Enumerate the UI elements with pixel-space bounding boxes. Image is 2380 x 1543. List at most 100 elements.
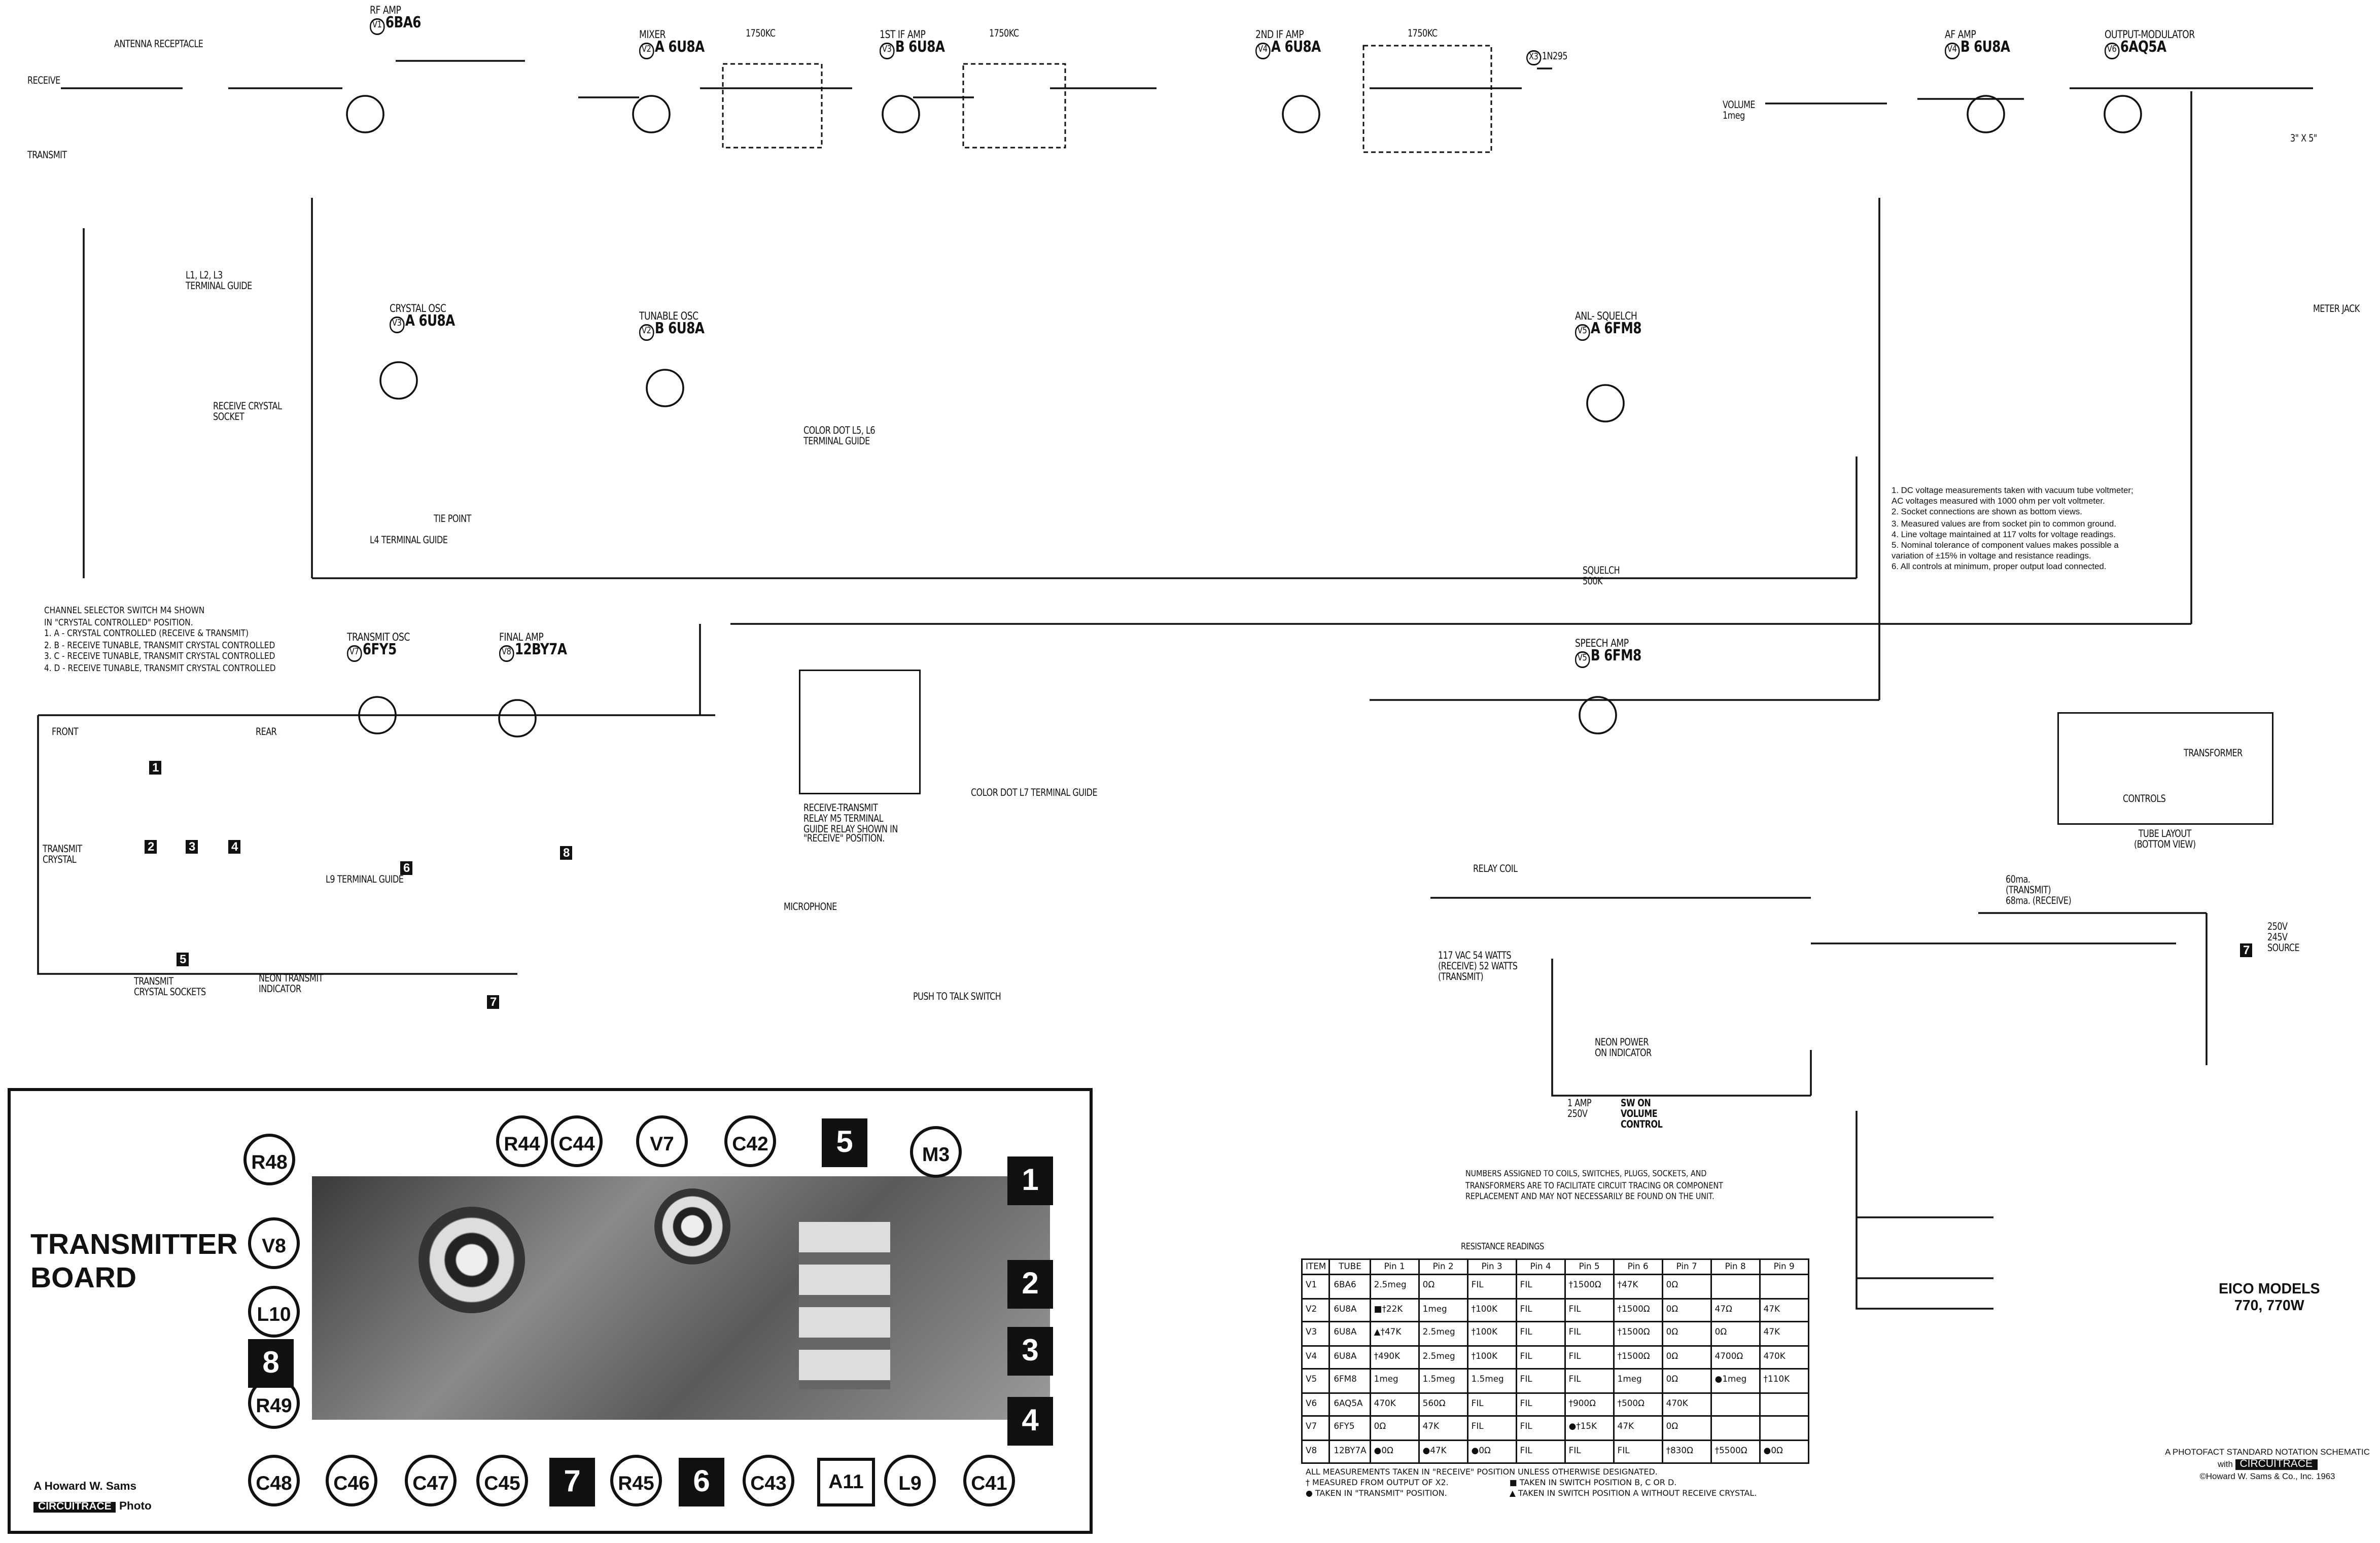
- model-title: EICO MODELS: [2219, 1281, 2320, 1298]
- table-cell: †100K: [1466, 1344, 1517, 1370]
- note-line: 5. Nominal tolerance of component values…: [1892, 542, 2119, 551]
- note-line: 6. All controls at minimum, proper outpu…: [1892, 564, 2107, 573]
- table-cell: 1.5meg: [1418, 1368, 1468, 1393]
- table-cell: 470K: [1369, 1391, 1420, 1417]
- table-cell: FIL: [1515, 1368, 1566, 1393]
- table-header: Pin 3: [1466, 1258, 1517, 1275]
- if-freq-label: 1750KC: [989, 27, 1019, 40]
- table-header: Pin 1: [1369, 1258, 1420, 1275]
- channel-note-item: 4. D - RECEIVE TUNABLE, TRANSMIT CRYSTAL…: [44, 662, 276, 674]
- callout-b3: 3: [1007, 1327, 1053, 1376]
- photofact-credit: A PHOTOFACT STANDARD NOTATION SCHEMATIC …: [2146, 1447, 2380, 1484]
- tube-ref: V7: [347, 646, 362, 661]
- callout-b7: 7: [549, 1458, 595, 1506]
- photofact-line: A PHOTOFACT STANDARD NOTATION SCHEMATIC: [2165, 1449, 2370, 1458]
- tube-layout-diagram: [2057, 712, 2273, 825]
- circuitrace-logo: CIRCUITRACE: [2235, 1459, 2318, 1470]
- table-cell: ●†15K: [1564, 1415, 1615, 1441]
- table-cell: 0Ω: [1661, 1344, 1712, 1370]
- table-cell: FIL: [1515, 1274, 1566, 1299]
- l1-l3-guide-label: L1, L2, L3 TERMINAL GUIDE: [186, 269, 252, 292]
- callout-a11: A11: [817, 1458, 875, 1506]
- fuse-label: 1 AMP 250V: [1567, 1097, 1592, 1120]
- table-cell: FIL: [1564, 1297, 1615, 1322]
- l4-guide-label: L4 TERMINAL GUIDE: [370, 534, 448, 546]
- table-cell: V2: [1301, 1297, 1331, 1322]
- resistance-footnotes: ALL MEASUREMENTS TAKEN IN "RECEIVE" POSI…: [1306, 1468, 1757, 1499]
- table-cell: 6AQ5A: [1329, 1391, 1371, 1417]
- v8-tube-image: [418, 1207, 525, 1313]
- tube-type: 6BA6: [385, 16, 422, 33]
- board-title-line: TRANSMITTER: [30, 1230, 238, 1261]
- table-cell: [1759, 1391, 1809, 1417]
- table-cell: [1710, 1391, 1761, 1417]
- callout-v8: V8: [248, 1217, 300, 1269]
- controls-label: CONTROLS: [2123, 793, 2166, 805]
- tube-ref: V6: [2105, 43, 2119, 59]
- tube-ref: V4: [1945, 43, 1959, 59]
- tie-point-label: TIE POINT: [434, 513, 471, 525]
- callout-l10: L10: [248, 1286, 300, 1338]
- tube-type: A 6FM8: [1590, 322, 1642, 339]
- table-cell: [1759, 1274, 1809, 1299]
- table-cell: V1: [1301, 1274, 1331, 1299]
- transformer-label: TRANSFORMER: [2184, 747, 2243, 759]
- ptt-label: PUSH TO TALK SWITCH: [913, 991, 1001, 1003]
- l5-l6-guide-label: COLOR DOT L5, L6 TERMINAL GUIDE: [803, 425, 876, 447]
- table-cell: FIL: [1515, 1415, 1566, 1441]
- meter-jack-label: METER JACK: [2313, 303, 2360, 315]
- table-cell: 1.5meg: [1466, 1368, 1517, 1393]
- table-cell: 47K: [1418, 1415, 1468, 1441]
- table-cell: ■†22K: [1369, 1297, 1420, 1322]
- tube-layout-label: TUBE LAYOUT (BOTTOM VIEW): [2133, 828, 2196, 851]
- stage-name: SPEECH AMP: [1575, 638, 1629, 650]
- receive-crystal-label: RECEIVE CRYSTAL SOCKET: [213, 400, 282, 423]
- v7-tube-image: [654, 1188, 730, 1265]
- table-cell: 47K: [1759, 1297, 1809, 1322]
- callout-c46: C46: [326, 1455, 377, 1506]
- numbers-assigned-note: NUMBERS ASSIGNED TO COILS, SWITCHES, PLU…: [1465, 1170, 1723, 1202]
- current-label: 60ma. (TRANSMIT) 68ma. (RECEIVE): [2006, 873, 2072, 906]
- table-cell: 470K: [1759, 1344, 1809, 1370]
- receive-label: RECEIVE: [27, 75, 60, 87]
- callout-c47: C47: [405, 1455, 457, 1506]
- callout-c48: C48: [248, 1455, 300, 1506]
- callout-c42: C42: [724, 1115, 776, 1167]
- switch-rear-label: REAR: [256, 726, 277, 738]
- transmitter-board-photo: [312, 1176, 1050, 1420]
- table-header: Pin 2: [1418, 1258, 1468, 1275]
- credit-line: A Howard W. Sams: [33, 1479, 136, 1493]
- table-cell: 6U8A: [1329, 1344, 1371, 1370]
- measurement-notes: 1. DC voltage measurements taken with va…: [1892, 487, 2196, 575]
- table-cell: 0Ω: [1661, 1368, 1712, 1393]
- note-line: 2. Socket connections are shown as botto…: [1892, 509, 2082, 518]
- transmit-crystal-label: TRANSMIT CRYSTAL: [43, 843, 82, 866]
- l9-guide-label: L9 TERMINAL GUIDE: [326, 873, 404, 886]
- table-cell: [1710, 1415, 1761, 1441]
- callout-c45: C45: [476, 1455, 528, 1506]
- table-cell: FIL: [1515, 1391, 1566, 1417]
- note-line: 3. Measured values are from socket pin t…: [1892, 519, 2117, 529]
- stage-name: CRYSTAL OSC: [390, 303, 446, 315]
- channel-note-item: 3. C - RECEIVE TUNABLE, TRANSMIT CRYSTAL…: [44, 651, 275, 662]
- callout-r45: R45: [610, 1455, 662, 1506]
- table-cell: FIL: [1564, 1368, 1615, 1393]
- table-cell: 47Ω: [1710, 1297, 1761, 1322]
- table-cell: 0Ω: [1661, 1297, 1712, 1322]
- table-cell: V7: [1301, 1415, 1331, 1441]
- table-cell: FIL: [1515, 1344, 1566, 1370]
- footnote-triangle: ▲ TAKEN IN SWITCH POSITION A WITHOUT REC…: [1509, 1489, 1757, 1498]
- callout-v7: V7: [636, 1115, 688, 1167]
- tube-type: B 6U8A: [654, 322, 705, 339]
- circuitrace-logo: CIRCUITRACE: [33, 1502, 116, 1513]
- table-cell: †100K: [1466, 1321, 1517, 1346]
- diode-part: 1N295: [1542, 50, 1568, 62]
- with-text: with: [2217, 1461, 2233, 1470]
- table-cell: FIL: [1564, 1439, 1615, 1464]
